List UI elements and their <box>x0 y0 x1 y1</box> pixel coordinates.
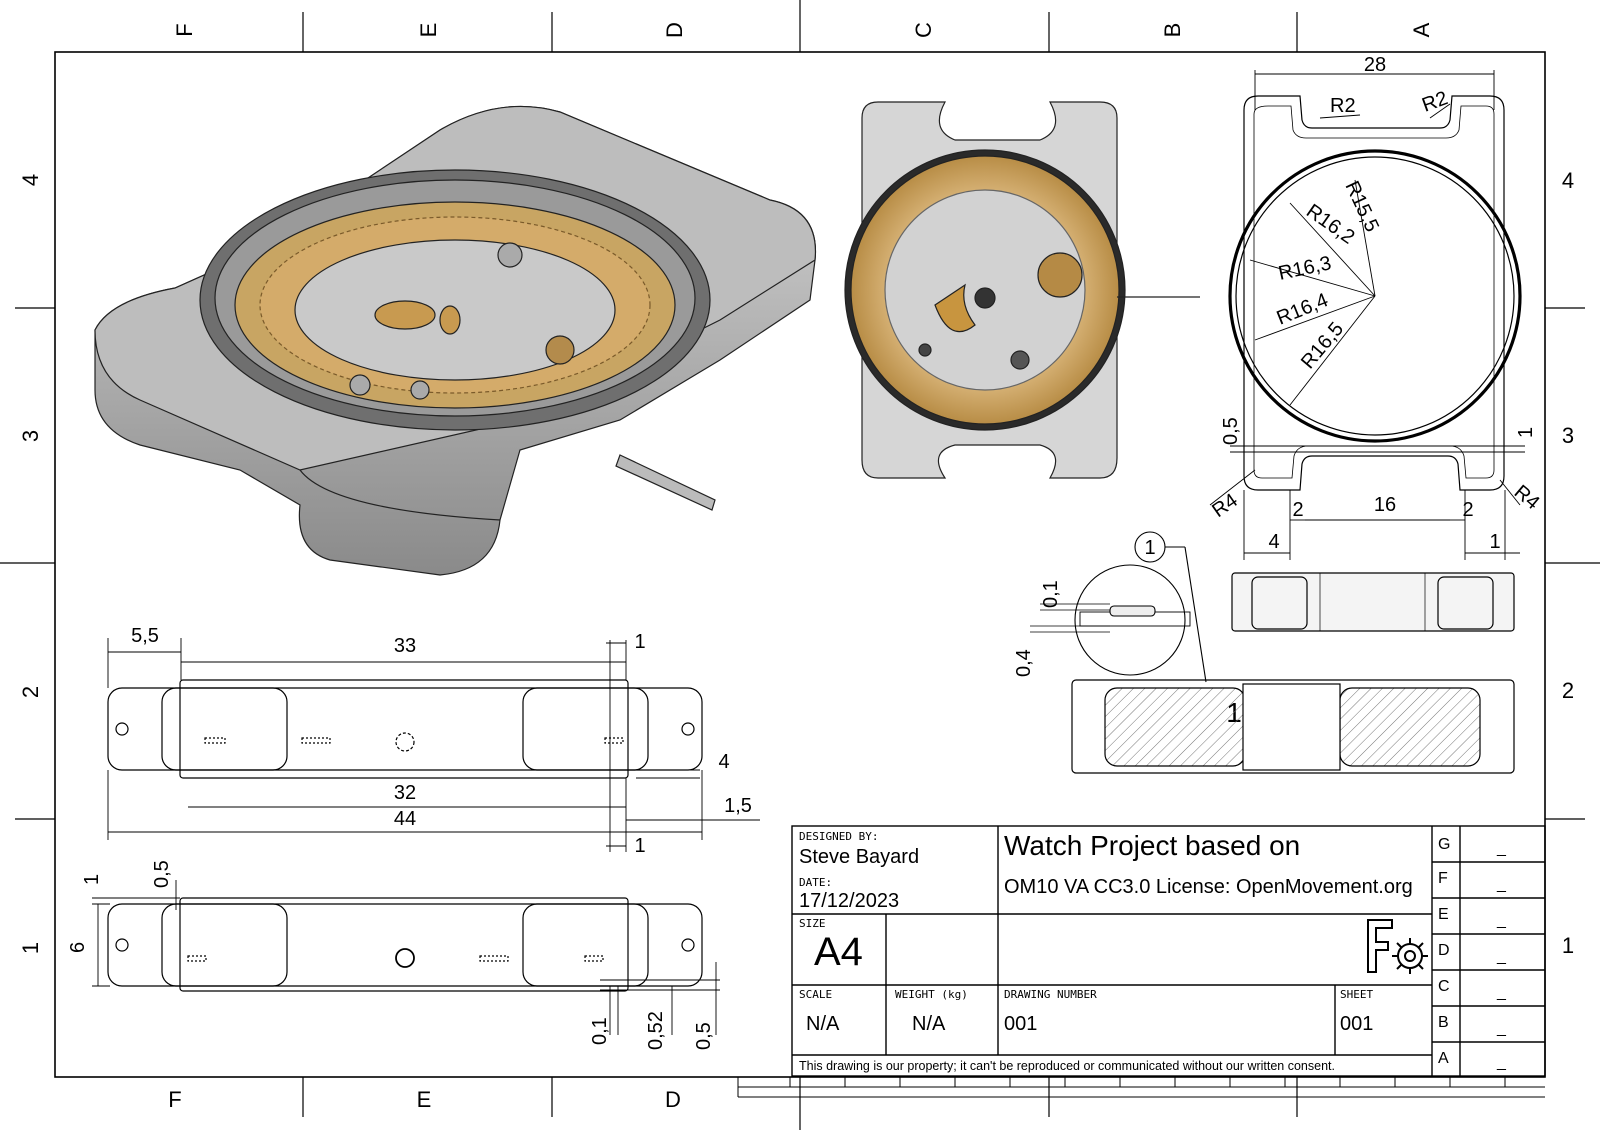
front-view <box>107 638 760 852</box>
revision-value: _ <box>1497 912 1506 929</box>
svg-text:4: 4 <box>1562 168 1574 193</box>
dim-label: 1 <box>634 835 645 857</box>
dim-label: 0,5 <box>151 860 173 888</box>
size-label: SIZE <box>799 917 826 930</box>
col-label: E <box>416 23 441 38</box>
revision-value: _ <box>1497 876 1506 893</box>
dim-label: 33 <box>394 635 416 657</box>
weight-value: N/A <box>912 1013 946 1035</box>
col-label: F <box>168 1087 181 1112</box>
svg-text:2: 2 <box>1562 678 1574 703</box>
front-view-dimension-labels: 5,5 33 1 4 32 1,5 44 1 <box>131 625 752 857</box>
svg-text:2: 2 <box>18 686 43 698</box>
svg-text:1: 1 <box>18 942 43 954</box>
bottom-view-dimension-labels: 1 0,5 6 0,1 0,52 0,5 <box>67 860 715 1050</box>
svg-text:3: 3 <box>18 430 43 442</box>
freecad-gear-icon <box>1367 919 1428 974</box>
dim-label: 44 <box>394 808 416 830</box>
dim-label: 1,5 <box>724 795 752 817</box>
revision-letter: E <box>1438 906 1449 923</box>
top-photo-view <box>844 101 1200 479</box>
right-side-views <box>1071 572 1515 774</box>
dim-label: R16,5 <box>1297 318 1348 373</box>
svg-text:1: 1 <box>1562 933 1574 958</box>
title-block-grid <box>791 825 1546 1077</box>
svg-text:4: 4 <box>18 174 43 186</box>
dim-label: 1 <box>1515 427 1537 438</box>
drawing-title: Watch Project based on <box>1004 830 1301 861</box>
dim-label: 1 <box>81 874 103 885</box>
weight-label: WEIGHT (kg) <box>895 988 968 1001</box>
revision-value: _ <box>1497 1054 1506 1071</box>
dim-label: 0,4 <box>1013 649 1035 677</box>
dim-label: 0,1 <box>589 1017 611 1045</box>
size-value: A4 <box>814 930 863 974</box>
revision-value: _ <box>1497 984 1506 1001</box>
designed-by-label: DESIGNED BY: <box>799 830 879 843</box>
dim-label: 4 <box>1268 531 1279 553</box>
revision-letter: G <box>1438 836 1451 853</box>
col-label: F <box>172 23 197 36</box>
dim-label: R2 <box>1330 95 1356 117</box>
column-labels-top: F E D C B A <box>172 22 1434 38</box>
dim-label: 1 <box>1489 531 1500 553</box>
dim-label: 0,52 <box>645 1011 667 1050</box>
col-label: D <box>662 22 687 38</box>
col-label: B <box>1160 23 1185 38</box>
dim-label: 28 <box>1364 54 1386 76</box>
dim-label: 0,1 <box>1040 580 1062 608</box>
drawing-number-label: DRAWING NUMBER <box>1004 988 1097 1001</box>
dim-label: R2 <box>1419 87 1451 116</box>
revision-letter: D <box>1438 942 1450 959</box>
date-label: DATE: <box>799 876 833 889</box>
top-dimension-view <box>1209 70 1525 560</box>
designer-name: Steve Bayard <box>799 846 920 868</box>
dim-label: 5,5 <box>131 625 159 647</box>
date-value: 17/12/2023 <box>799 890 900 912</box>
bottom-ruler <box>737 1077 1545 1098</box>
scale-value: N/A <box>806 1013 840 1035</box>
revision-value: _ <box>1497 840 1506 857</box>
revision-letter: F <box>1438 870 1448 887</box>
property-notice: This drawing is our property; it can't b… <box>799 1059 1335 1073</box>
dim-label: 0,5 <box>693 1022 715 1050</box>
dim-label: 2 <box>1292 499 1303 521</box>
col-label: D <box>665 1087 681 1112</box>
dim-label: 2 <box>1462 499 1473 521</box>
dim-label: R4 <box>1208 489 1242 522</box>
revision-value: _ <box>1497 1020 1506 1037</box>
dim-label: R16,4 <box>1274 289 1332 329</box>
sheet-value: 001 <box>1340 1013 1374 1035</box>
svg-text:3: 3 <box>1562 423 1574 448</box>
dim-label: 4 <box>718 751 729 773</box>
dim-label: R16,3 <box>1276 252 1333 285</box>
revision-letter: C <box>1438 978 1450 995</box>
col-label: E <box>417 1087 432 1112</box>
dim-label: 0,5 <box>1220 417 1242 445</box>
column-labels-bottom: F E D <box>168 1087 681 1112</box>
bottom-view <box>92 880 720 1035</box>
scale-label: SCALE <box>799 988 833 1001</box>
col-label: A <box>1409 22 1434 37</box>
isometric-view <box>94 105 817 576</box>
row-labels: 4 3 2 1 4 3 2 1 <box>18 168 1574 958</box>
sheet-label: SHEET <box>1340 988 1374 1001</box>
detail-callout: 1 <box>1144 537 1155 559</box>
revision-letter: A <box>1438 1050 1449 1067</box>
dim-label: R4 <box>1510 481 1544 514</box>
drawing-subtitle: OM10 VA CC3.0 License: OpenMovement.org <box>1004 876 1413 898</box>
top-view-dimension-labels: 28 R2 R2 R15,5 R16,2 R16,3 R16,4 R16,5 0… <box>1208 54 1543 553</box>
dim-label: 16 <box>1374 494 1396 516</box>
dim-label: 1 <box>634 631 645 653</box>
col-label: C <box>911 22 936 38</box>
drawing-number-value: 001 <box>1004 1013 1038 1035</box>
revision-letter: B <box>1438 1014 1449 1031</box>
revision-value: _ <box>1497 948 1506 965</box>
dim-label: 32 <box>394 782 416 804</box>
dim-label: 6 <box>67 942 89 953</box>
detail-view <box>1030 531 1207 683</box>
